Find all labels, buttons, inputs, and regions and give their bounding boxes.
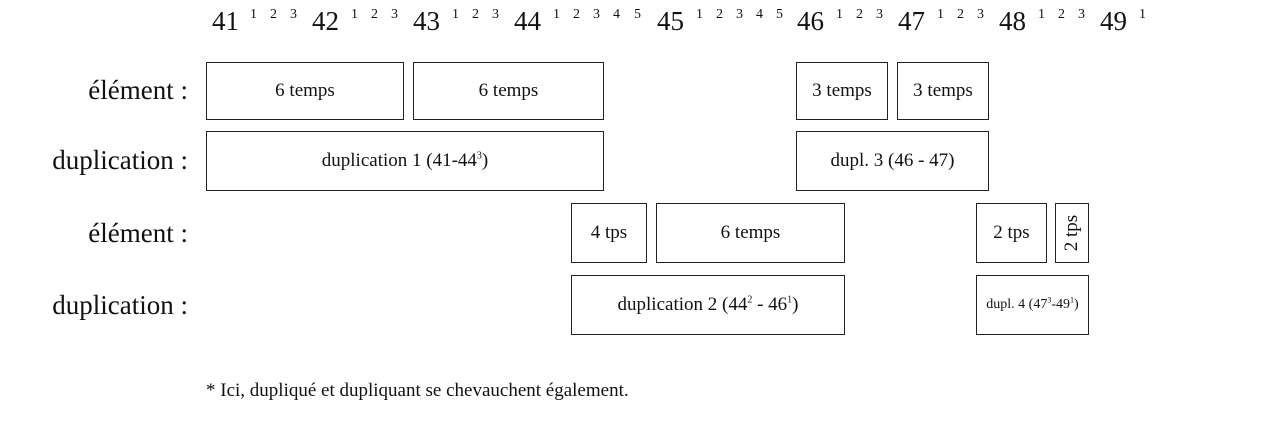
row-label-duplication: duplication :	[52, 290, 188, 320]
beat-number: 5	[634, 7, 641, 22]
measure-number: 45	[657, 6, 684, 36]
element-box: 2 tps	[976, 203, 1047, 263]
beat-number: 2	[573, 7, 580, 22]
element-box-label: 6 temps	[478, 80, 539, 101]
beat-number: 1	[1139, 7, 1146, 22]
measure-number: 44	[514, 6, 541, 36]
beat-number: 3	[736, 7, 743, 22]
element-box-label: 6 temps	[720, 222, 781, 243]
beat-number: 3	[876, 7, 883, 22]
element-box-label: 4 tps	[590, 222, 628, 243]
element-box: 3 temps	[796, 62, 888, 120]
beat-number: 2	[270, 7, 277, 22]
measure-number: 41	[212, 6, 239, 36]
beat-number: 3	[391, 7, 398, 22]
measure-number: 42	[312, 6, 339, 36]
beat-number: 1	[452, 7, 459, 22]
beat-number: 5	[776, 7, 783, 22]
row-label-element: élément :	[88, 218, 188, 248]
beat-number: 2	[716, 7, 723, 22]
beat-number: 3	[977, 7, 984, 22]
footnote: * Ici, dupliqué et dupliquant se chevauc…	[206, 380, 629, 401]
beat-number: 2	[371, 7, 378, 22]
beat-number: 1	[1038, 7, 1045, 22]
measure-number: 48	[999, 6, 1026, 36]
measure-number: 47	[898, 6, 925, 36]
beat-number: 1	[836, 7, 843, 22]
beat-number: 2	[856, 7, 863, 22]
duplication-box: dupl. 4 (473-491)	[976, 275, 1089, 335]
beat-number: 1	[553, 7, 560, 22]
measure-number: 49	[1100, 6, 1127, 36]
beat-number: 3	[593, 7, 600, 22]
beat-number: 3	[1078, 7, 1085, 22]
duplication-1-label: duplication 1 (41-443)	[321, 150, 489, 171]
measure-ruler: 41 1 2 3 42 1 2 3 43 1 2 3 44 1 2 3 4 5 …	[0, 0, 1281, 50]
beat-number: 1	[351, 7, 358, 22]
beat-number: 3	[492, 7, 499, 22]
element-box: 3 temps	[897, 62, 989, 120]
duplication-box: duplication 1 (41-443)	[206, 131, 604, 191]
measure-number: 46	[797, 6, 824, 36]
row-label-element: élément :	[88, 75, 188, 105]
measure-number: 43	[413, 6, 440, 36]
beat-number: 4	[613, 7, 620, 22]
element-box: 6 temps	[656, 203, 845, 263]
beat-number: 1	[696, 7, 703, 22]
duplication-box: duplication 2 (442 - 461)	[571, 275, 845, 335]
duplication-3-label: dupl. 3 (46 - 47)	[830, 150, 955, 171]
element-box: 2 tps	[1055, 203, 1089, 263]
duplication-box: dupl. 3 (46 - 47)	[796, 131, 989, 191]
beat-number: 2	[472, 7, 479, 22]
element-box: 4 tps	[571, 203, 647, 263]
beat-number: 1	[250, 7, 257, 22]
row-label-duplication: duplication :	[52, 145, 188, 175]
element-box-label: 3 temps	[913, 80, 973, 101]
duplication-2-label: duplication 2 (442 - 461)	[617, 294, 799, 315]
beat-number: 4	[756, 7, 763, 22]
beat-number: 3	[290, 7, 297, 22]
element-box-label: 6 temps	[275, 80, 335, 101]
beat-number: 1	[937, 7, 944, 22]
duplication-4-label: dupl. 4 (473-491)	[986, 295, 1079, 312]
element-box-label: 3 temps	[812, 80, 872, 101]
element-box-label: 2 tps	[993, 222, 1030, 243]
element-box-label-vertical: 2 tps	[1061, 214, 1082, 252]
element-box: 6 temps	[206, 62, 404, 120]
element-box: 6 temps	[413, 62, 604, 120]
beat-number: 2	[957, 7, 964, 22]
beat-number: 2	[1058, 7, 1065, 22]
